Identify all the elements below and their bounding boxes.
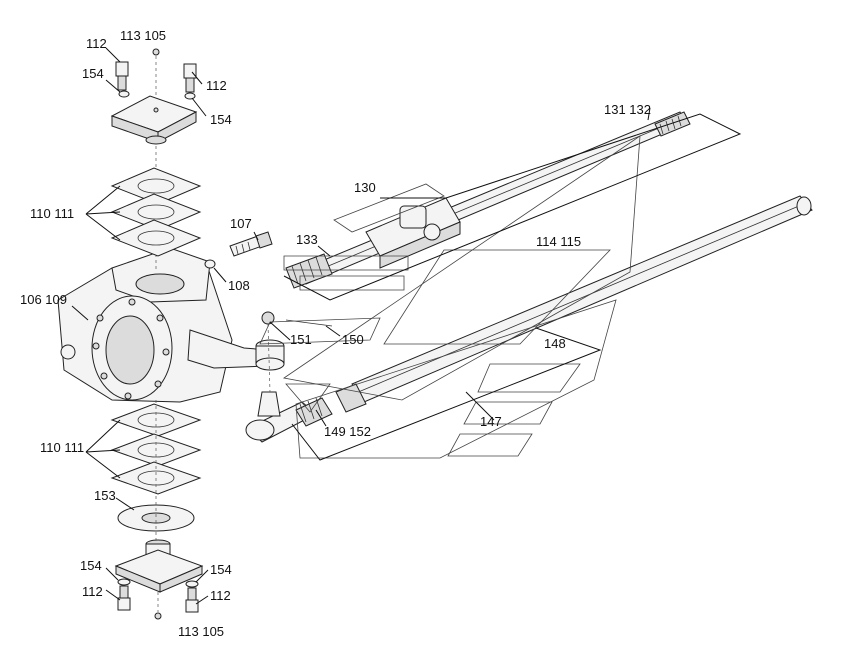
leader-lines — [71, 47, 742, 605]
leader-112-tl — [105, 47, 121, 63]
label-149-152: 149 152 — [324, 424, 371, 439]
top-cap — [110, 95, 198, 145]
label-148: 148 — [544, 336, 566, 351]
leader-148 — [291, 327, 602, 461]
tie-rod-end — [245, 311, 333, 443]
part-labels: 112 113 105 154 112 154 110 111 107 108 … — [20, 28, 651, 639]
threaded-end-131-132 — [654, 111, 691, 137]
label-154-top-left: 154 — [82, 66, 104, 81]
steering-knuckle-106-109 — [57, 247, 269, 403]
bottom-bolt-right — [185, 580, 199, 613]
leader-154-tr — [191, 97, 207, 117]
leader-151 — [269, 321, 291, 341]
leader-133 — [317, 245, 331, 257]
grease-fitting-bottom — [154, 612, 162, 620]
leader-112-tr — [191, 71, 203, 85]
label-112-bottom-right: 112 — [210, 588, 231, 603]
axis-tie-rod-end — [267, 323, 271, 393]
clamp-130 — [365, 197, 461, 269]
leader-153 — [115, 497, 135, 511]
label-154-bottom-left: 154 — [80, 558, 102, 573]
label-133: 133 — [296, 232, 318, 247]
leader-154-br — [195, 569, 209, 583]
top-bolt-right — [183, 63, 197, 100]
label-107: 107 — [230, 216, 252, 231]
label-114-115: 114 115 — [536, 234, 581, 249]
leader-131-132 — [647, 107, 651, 121]
threaded-end-133 — [285, 253, 333, 289]
label-150: 150 — [342, 332, 364, 347]
leader-149-152 — [315, 409, 327, 427]
bottom-bolt-left — [117, 578, 131, 611]
bottom-cap — [114, 539, 204, 593]
drag-link-rod — [299, 111, 691, 285]
shims-top — [110, 167, 202, 257]
leader-154-bl — [105, 567, 119, 581]
label-113-105-top: 113 105 — [120, 28, 166, 43]
label-110-111-bottom: 110 111 — [40, 440, 84, 455]
grease-fitting-top — [152, 48, 160, 56]
label-112-top-left: 112 — [86, 36, 107, 51]
top-bolt-left — [115, 61, 130, 98]
label-110-111-top: 110 111 — [30, 206, 74, 221]
leader-110-111-top — [85, 185, 121, 241]
label-154-top-right: 154 — [210, 112, 232, 127]
leader-112-bl — [105, 589, 121, 601]
label-113-105-bottom: 113 105 — [178, 624, 224, 639]
washer-153 — [117, 504, 195, 532]
leader-150 — [325, 325, 341, 337]
leader-107 — [253, 231, 259, 241]
label-151: 151 — [290, 332, 312, 347]
leader-147 — [465, 391, 495, 421]
label-154-bottom-right: 154 — [210, 562, 232, 577]
label-130: 130 — [354, 180, 376, 195]
label-131-132: 131 132 — [604, 102, 651, 117]
washer-108 — [204, 259, 216, 269]
leader-112-br — [195, 595, 209, 605]
callout-frames — [259, 135, 641, 459]
leader-108 — [213, 267, 227, 283]
label-112-bottom-left: 112 — [82, 584, 103, 599]
leader-106-109 — [71, 305, 89, 321]
leader-154-tl — [105, 79, 121, 93]
label-112-top-right: 112 — [206, 78, 227, 93]
label-106-109: 106 109 — [20, 292, 67, 307]
label-153: 153 — [94, 488, 116, 503]
label-108: 108 — [228, 278, 250, 293]
leader-114-115 — [283, 113, 742, 301]
label-147: 147 — [480, 414, 502, 429]
leader-110-111-bot — [85, 419, 121, 479]
bolt-107 — [229, 231, 273, 257]
